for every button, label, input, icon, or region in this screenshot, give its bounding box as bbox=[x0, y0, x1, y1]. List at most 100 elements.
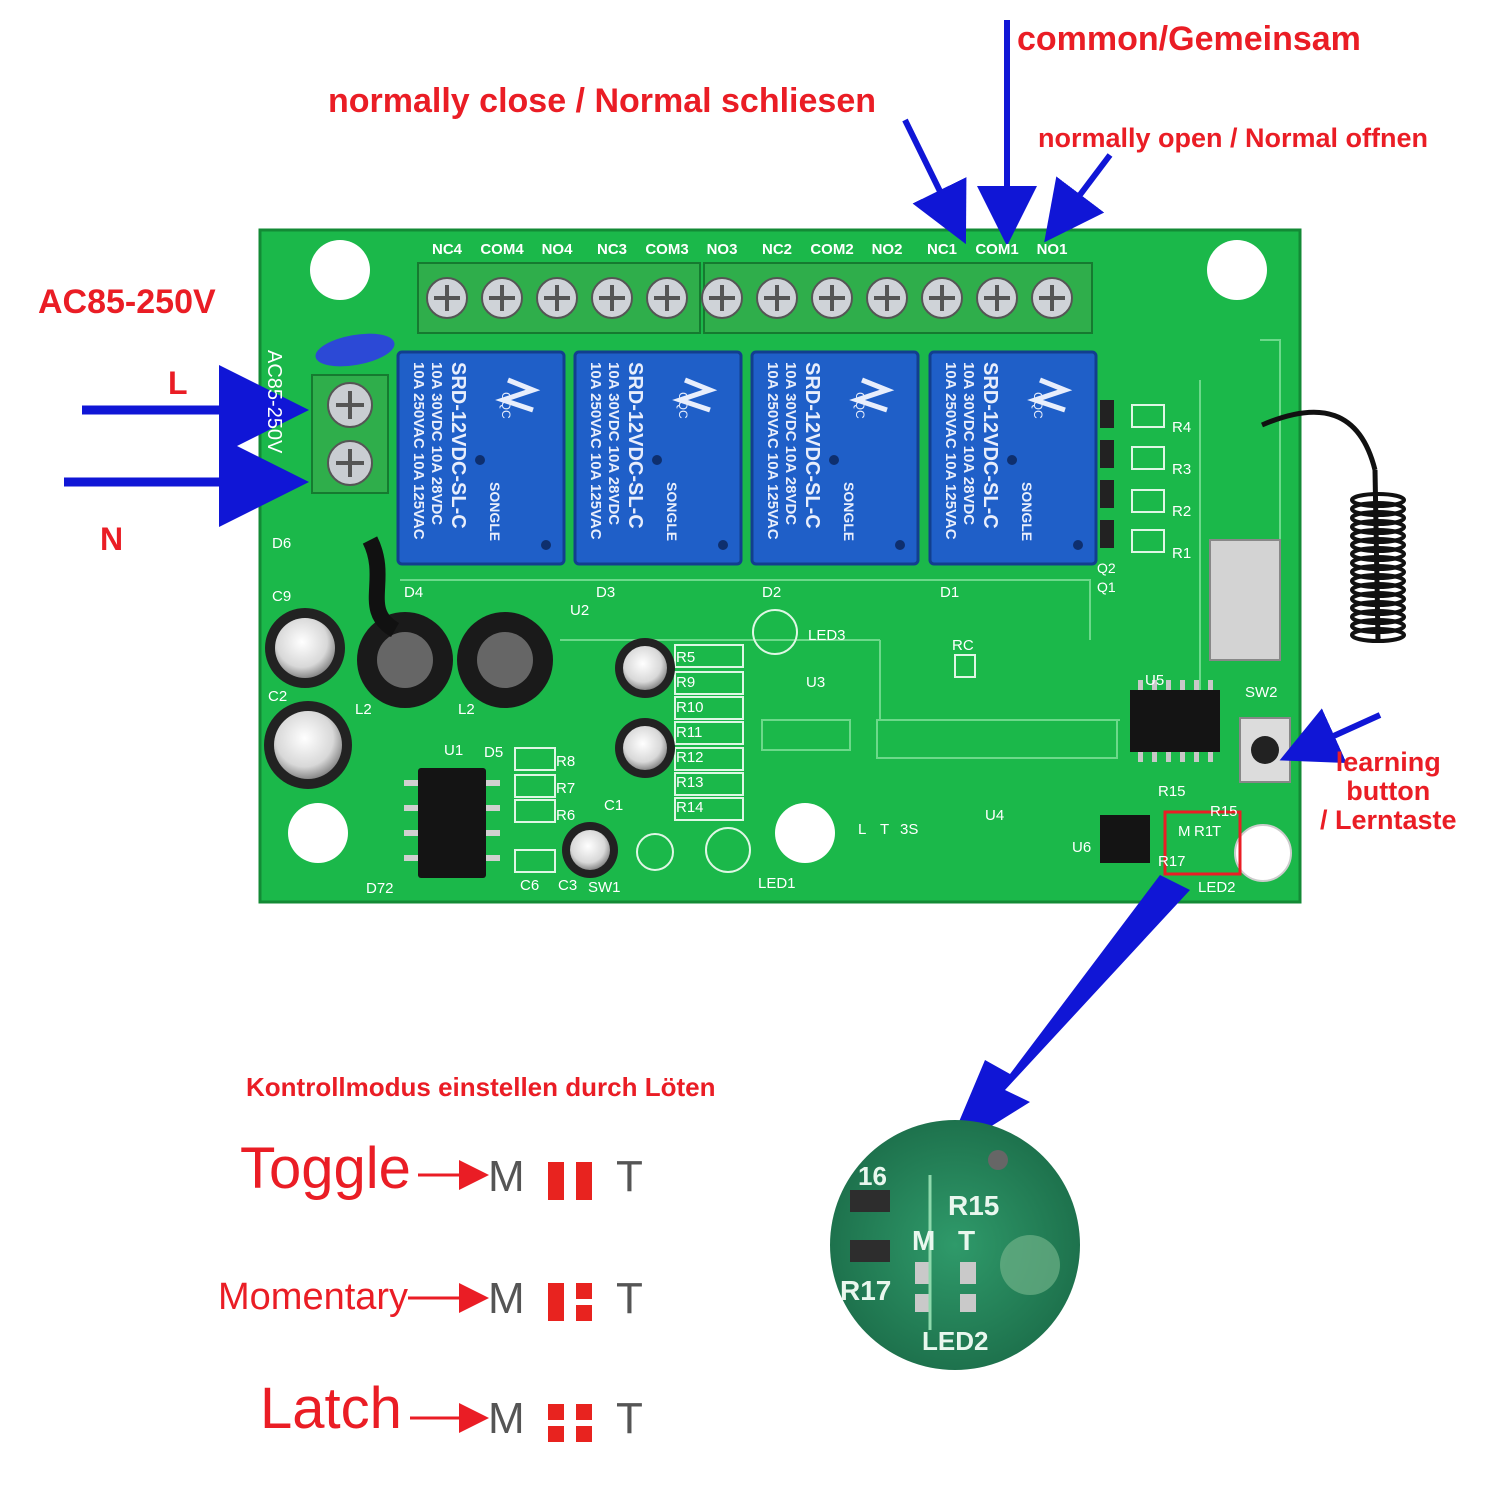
screw-slot-icon bbox=[654, 285, 680, 311]
zoom-label-t: T bbox=[958, 1225, 975, 1256]
mode-toggle-t: T bbox=[616, 1152, 643, 1201]
silkscreen-c1: C1 bbox=[604, 797, 623, 814]
silkscreen-l-pin: L bbox=[858, 821, 866, 838]
resistor-label: R14 bbox=[676, 799, 704, 816]
resistor-label: R5 bbox=[676, 649, 695, 666]
antenna-spring bbox=[1350, 492, 1406, 643]
zoom-label-m: M bbox=[912, 1225, 935, 1256]
diode-label: D4 bbox=[404, 584, 423, 601]
silkscreen-rc: RC bbox=[952, 637, 974, 654]
diode-label: D2 bbox=[762, 584, 781, 601]
terminal-label: NC2 bbox=[762, 241, 792, 258]
silkscreen-u1: U1 bbox=[444, 742, 463, 759]
relay-brand: SONGLE bbox=[487, 482, 503, 541]
relay-brand: SONGLE bbox=[1019, 482, 1035, 541]
resistor-label: R12 bbox=[676, 749, 704, 766]
relay-brand: SONGLE bbox=[841, 482, 857, 541]
screw-slot-icon bbox=[434, 285, 460, 311]
supply-voltage-label: AC85-250V bbox=[38, 283, 216, 321]
learning-line-1: learning bbox=[1335, 747, 1441, 777]
songle-logo-icon bbox=[1027, 377, 1073, 413]
mode-heading: Kontrollmodus einstellen durch Löten bbox=[246, 1072, 716, 1102]
screw-slot-icon bbox=[874, 285, 900, 311]
terminal-label: NO4 bbox=[542, 241, 574, 258]
silkscreen-ac-voltage: AC85-250V bbox=[263, 350, 285, 454]
silkscreen-sw2: SW2 bbox=[1245, 684, 1278, 701]
zoom-label-r15: R15 bbox=[948, 1190, 999, 1221]
transistor-label: Q1 bbox=[1097, 579, 1116, 595]
silkscreen-c3: C3 bbox=[558, 877, 577, 894]
silkscreen-led3: LED3 bbox=[808, 627, 846, 644]
learning-line-3: / Lerntaste bbox=[1320, 804, 1457, 835]
highlight-box bbox=[1163, 810, 1242, 876]
solder-pads bbox=[548, 1162, 592, 1442]
mode-latch-label: Latch bbox=[260, 1376, 402, 1441]
relay-model: SRD-12VDC-SL-C bbox=[624, 362, 646, 529]
terminal-label: COM3 bbox=[645, 241, 688, 258]
mounting-hole bbox=[1207, 240, 1267, 300]
y-capacitor bbox=[315, 333, 395, 367]
silkscreen-r15b: R15 bbox=[1210, 803, 1238, 820]
relay-rating-dc: 10A 30VDC 10A 28VDC bbox=[960, 362, 977, 525]
resistor-label: R1 bbox=[1172, 545, 1191, 562]
screw-slot-icon bbox=[489, 285, 515, 311]
resistor-label: R8 bbox=[556, 753, 575, 770]
screw-slot-icon bbox=[709, 285, 735, 311]
terminal-label: NC3 bbox=[597, 241, 627, 258]
silkscreen-c6: C6 bbox=[520, 877, 539, 894]
terminal-label: NC4 bbox=[432, 241, 463, 258]
silkscreen-u4: U4 bbox=[985, 807, 1004, 824]
relay-rating-ac: 10A 250VAC 10A 125VAC bbox=[587, 362, 604, 540]
mode-momentary-t: T bbox=[616, 1274, 643, 1323]
resistor-label: R13 bbox=[676, 774, 704, 791]
relay-row: 10A 250VAC 10A 125VAC 10A 30VDC 10A 28VDC… bbox=[396, 350, 1098, 566]
silkscreen-t-pin2: T bbox=[1212, 823, 1221, 840]
mounting-hole bbox=[775, 803, 835, 863]
screw-slot-icon bbox=[1039, 285, 1065, 311]
screw-slot-icon bbox=[929, 285, 955, 311]
ic-group bbox=[404, 539, 1292, 882]
silkscreen-d6: D6 bbox=[272, 535, 291, 552]
silkscreen-u5: U5 bbox=[1145, 672, 1164, 689]
resistor-label: R11 bbox=[676, 724, 702, 741]
silkscreen-d5: D5 bbox=[484, 744, 503, 761]
relay-brand: SONGLE bbox=[664, 482, 680, 541]
silkscreen-l2b: L2 bbox=[458, 701, 475, 718]
screw-slot-icon bbox=[819, 285, 845, 311]
mode-latch-m: M bbox=[488, 1394, 525, 1443]
terminal-label: NO2 bbox=[872, 241, 903, 258]
terminal-block-row bbox=[417, 262, 1093, 334]
relay-model: SRD-12VDC-SL-C bbox=[447, 362, 469, 529]
learning-line-2: button bbox=[1346, 775, 1431, 806]
resistor-label: R3 bbox=[1172, 461, 1191, 478]
zoom-label-r17: R17 bbox=[840, 1275, 891, 1306]
songle-logo-icon bbox=[849, 377, 895, 413]
resistor-label: R4 bbox=[1172, 419, 1191, 436]
mode-momentary-m: M bbox=[488, 1274, 525, 1323]
songle-logo-icon bbox=[672, 377, 718, 413]
silkscreen-sw1: SW1 bbox=[588, 879, 621, 896]
relay-model: SRD-12VDC-SL-C bbox=[979, 362, 1001, 529]
mode-toggle-m: M bbox=[488, 1152, 525, 1201]
silkscreen-u6: U6 bbox=[1072, 839, 1091, 856]
relay-rating-dc: 10A 30VDC 10A 28VDC bbox=[428, 362, 445, 525]
capacitor-group bbox=[264, 536, 675, 878]
resistor-label: R7 bbox=[556, 780, 575, 797]
resistor-label: R6 bbox=[556, 807, 575, 824]
mode-momentary-label: Momentary bbox=[218, 1276, 409, 1318]
live-label: L bbox=[168, 365, 188, 401]
terminal-label: NO3 bbox=[707, 241, 738, 258]
resistor-label: R10 bbox=[676, 699, 704, 716]
mode-arrows bbox=[408, 1160, 489, 1433]
normally-close-label: normally close / Normal schliesen bbox=[328, 82, 877, 120]
relay-rating-dc: 10A 30VDC 10A 28VDC bbox=[782, 362, 799, 525]
terminal-label: COM4 bbox=[480, 241, 524, 258]
resistor-label: R2 bbox=[1172, 503, 1191, 520]
neutral-label: N bbox=[100, 521, 124, 557]
